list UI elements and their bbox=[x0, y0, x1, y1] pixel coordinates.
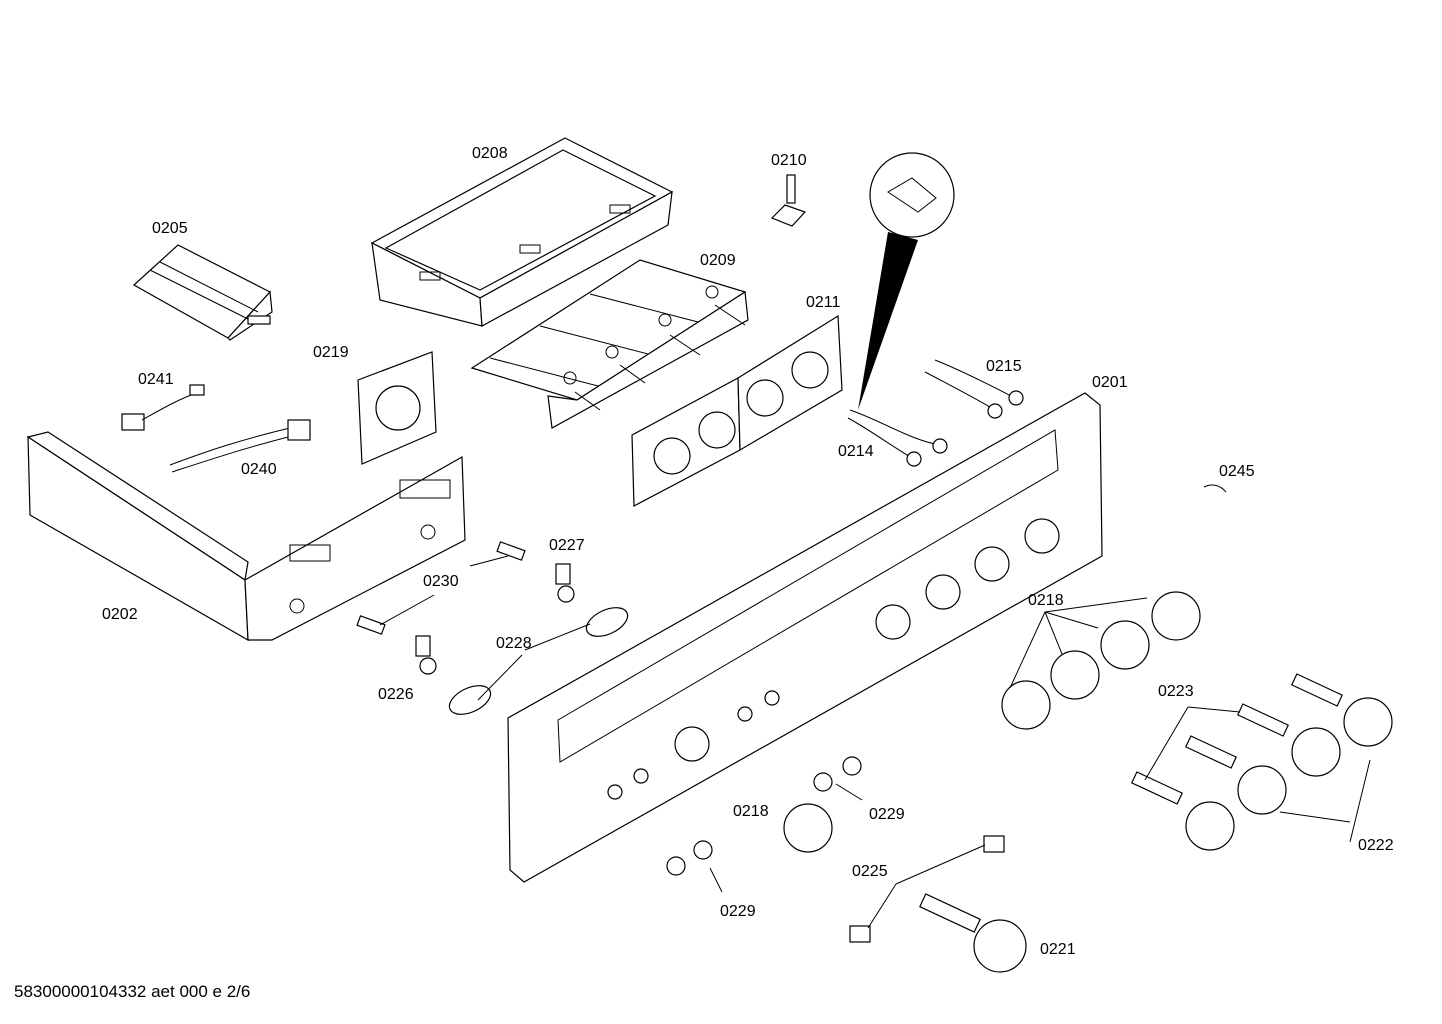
part-0208-housing-box bbox=[370, 137, 674, 327]
part-0222-0223-knobs bbox=[1131, 673, 1393, 851]
leader-lines bbox=[379, 555, 1371, 929]
part-0201-front-panel bbox=[507, 392, 1103, 883]
label-0208: 0208 bbox=[472, 145, 508, 162]
label-0229-lower: 0229 bbox=[720, 903, 756, 920]
part-0218-knob-caps bbox=[783, 591, 1201, 853]
label-0227: 0227 bbox=[549, 537, 585, 554]
label-0211: 0211 bbox=[806, 294, 841, 311]
label-0229-right: 0229 bbox=[869, 806, 905, 823]
label-0210: 0210 bbox=[771, 152, 807, 169]
part-0210-terminal bbox=[770, 174, 807, 227]
part-0209-terminal-blocks bbox=[470, 259, 749, 429]
part-0226-clip bbox=[415, 635, 437, 675]
part-0205-switch bbox=[132, 244, 273, 341]
drawing-number-footer: 58300000104332 aet 000 e 2/6 bbox=[14, 982, 251, 1001]
part-0241-harness bbox=[121, 384, 205, 431]
label-0230: 0230 bbox=[423, 573, 459, 590]
label-0223: 0223 bbox=[1158, 683, 1194, 700]
part-0215-lamps bbox=[924, 359, 1024, 419]
label-0218-upper: 0218 bbox=[1028, 592, 1064, 609]
part-0227-clip bbox=[555, 563, 575, 603]
label-0228: 0228 bbox=[496, 635, 532, 652]
part-0240-harness bbox=[169, 419, 311, 473]
label-0205: 0205 bbox=[152, 220, 188, 237]
label-0214: 0214 bbox=[838, 443, 874, 460]
label-0202: 0202 bbox=[102, 606, 138, 623]
label-0222: 0222 bbox=[1358, 837, 1394, 854]
part-0211-panels bbox=[631, 314, 843, 507]
label-0201: 0201 bbox=[1092, 374, 1128, 391]
part-0230-fuses bbox=[356, 541, 526, 635]
label-0219: 0219 bbox=[313, 344, 349, 361]
part-0219-socket bbox=[357, 351, 437, 465]
part-0225-spacers bbox=[849, 835, 1005, 943]
part-0214-lamps bbox=[847, 409, 948, 467]
part-0202-control-housing bbox=[26, 431, 466, 642]
part-0245-clip bbox=[1203, 484, 1227, 493]
part-0229-small-caps bbox=[666, 756, 862, 876]
label-0245: 0245 bbox=[1219, 463, 1255, 480]
label-0215: 0215 bbox=[986, 358, 1022, 375]
label-0218-lower: 0218 bbox=[733, 803, 769, 820]
label-0241: 0241 bbox=[138, 371, 174, 388]
label-0221: 0221 bbox=[1040, 941, 1076, 958]
label-0225: 0225 bbox=[852, 863, 888, 880]
part-0228-brackets bbox=[448, 607, 629, 715]
detail-callout bbox=[858, 152, 955, 410]
label-0209: 0209 bbox=[700, 252, 736, 269]
label-0240: 0240 bbox=[241, 461, 277, 478]
label-0226: 0226 bbox=[378, 686, 414, 703]
part-0221-knob bbox=[919, 893, 1027, 973]
